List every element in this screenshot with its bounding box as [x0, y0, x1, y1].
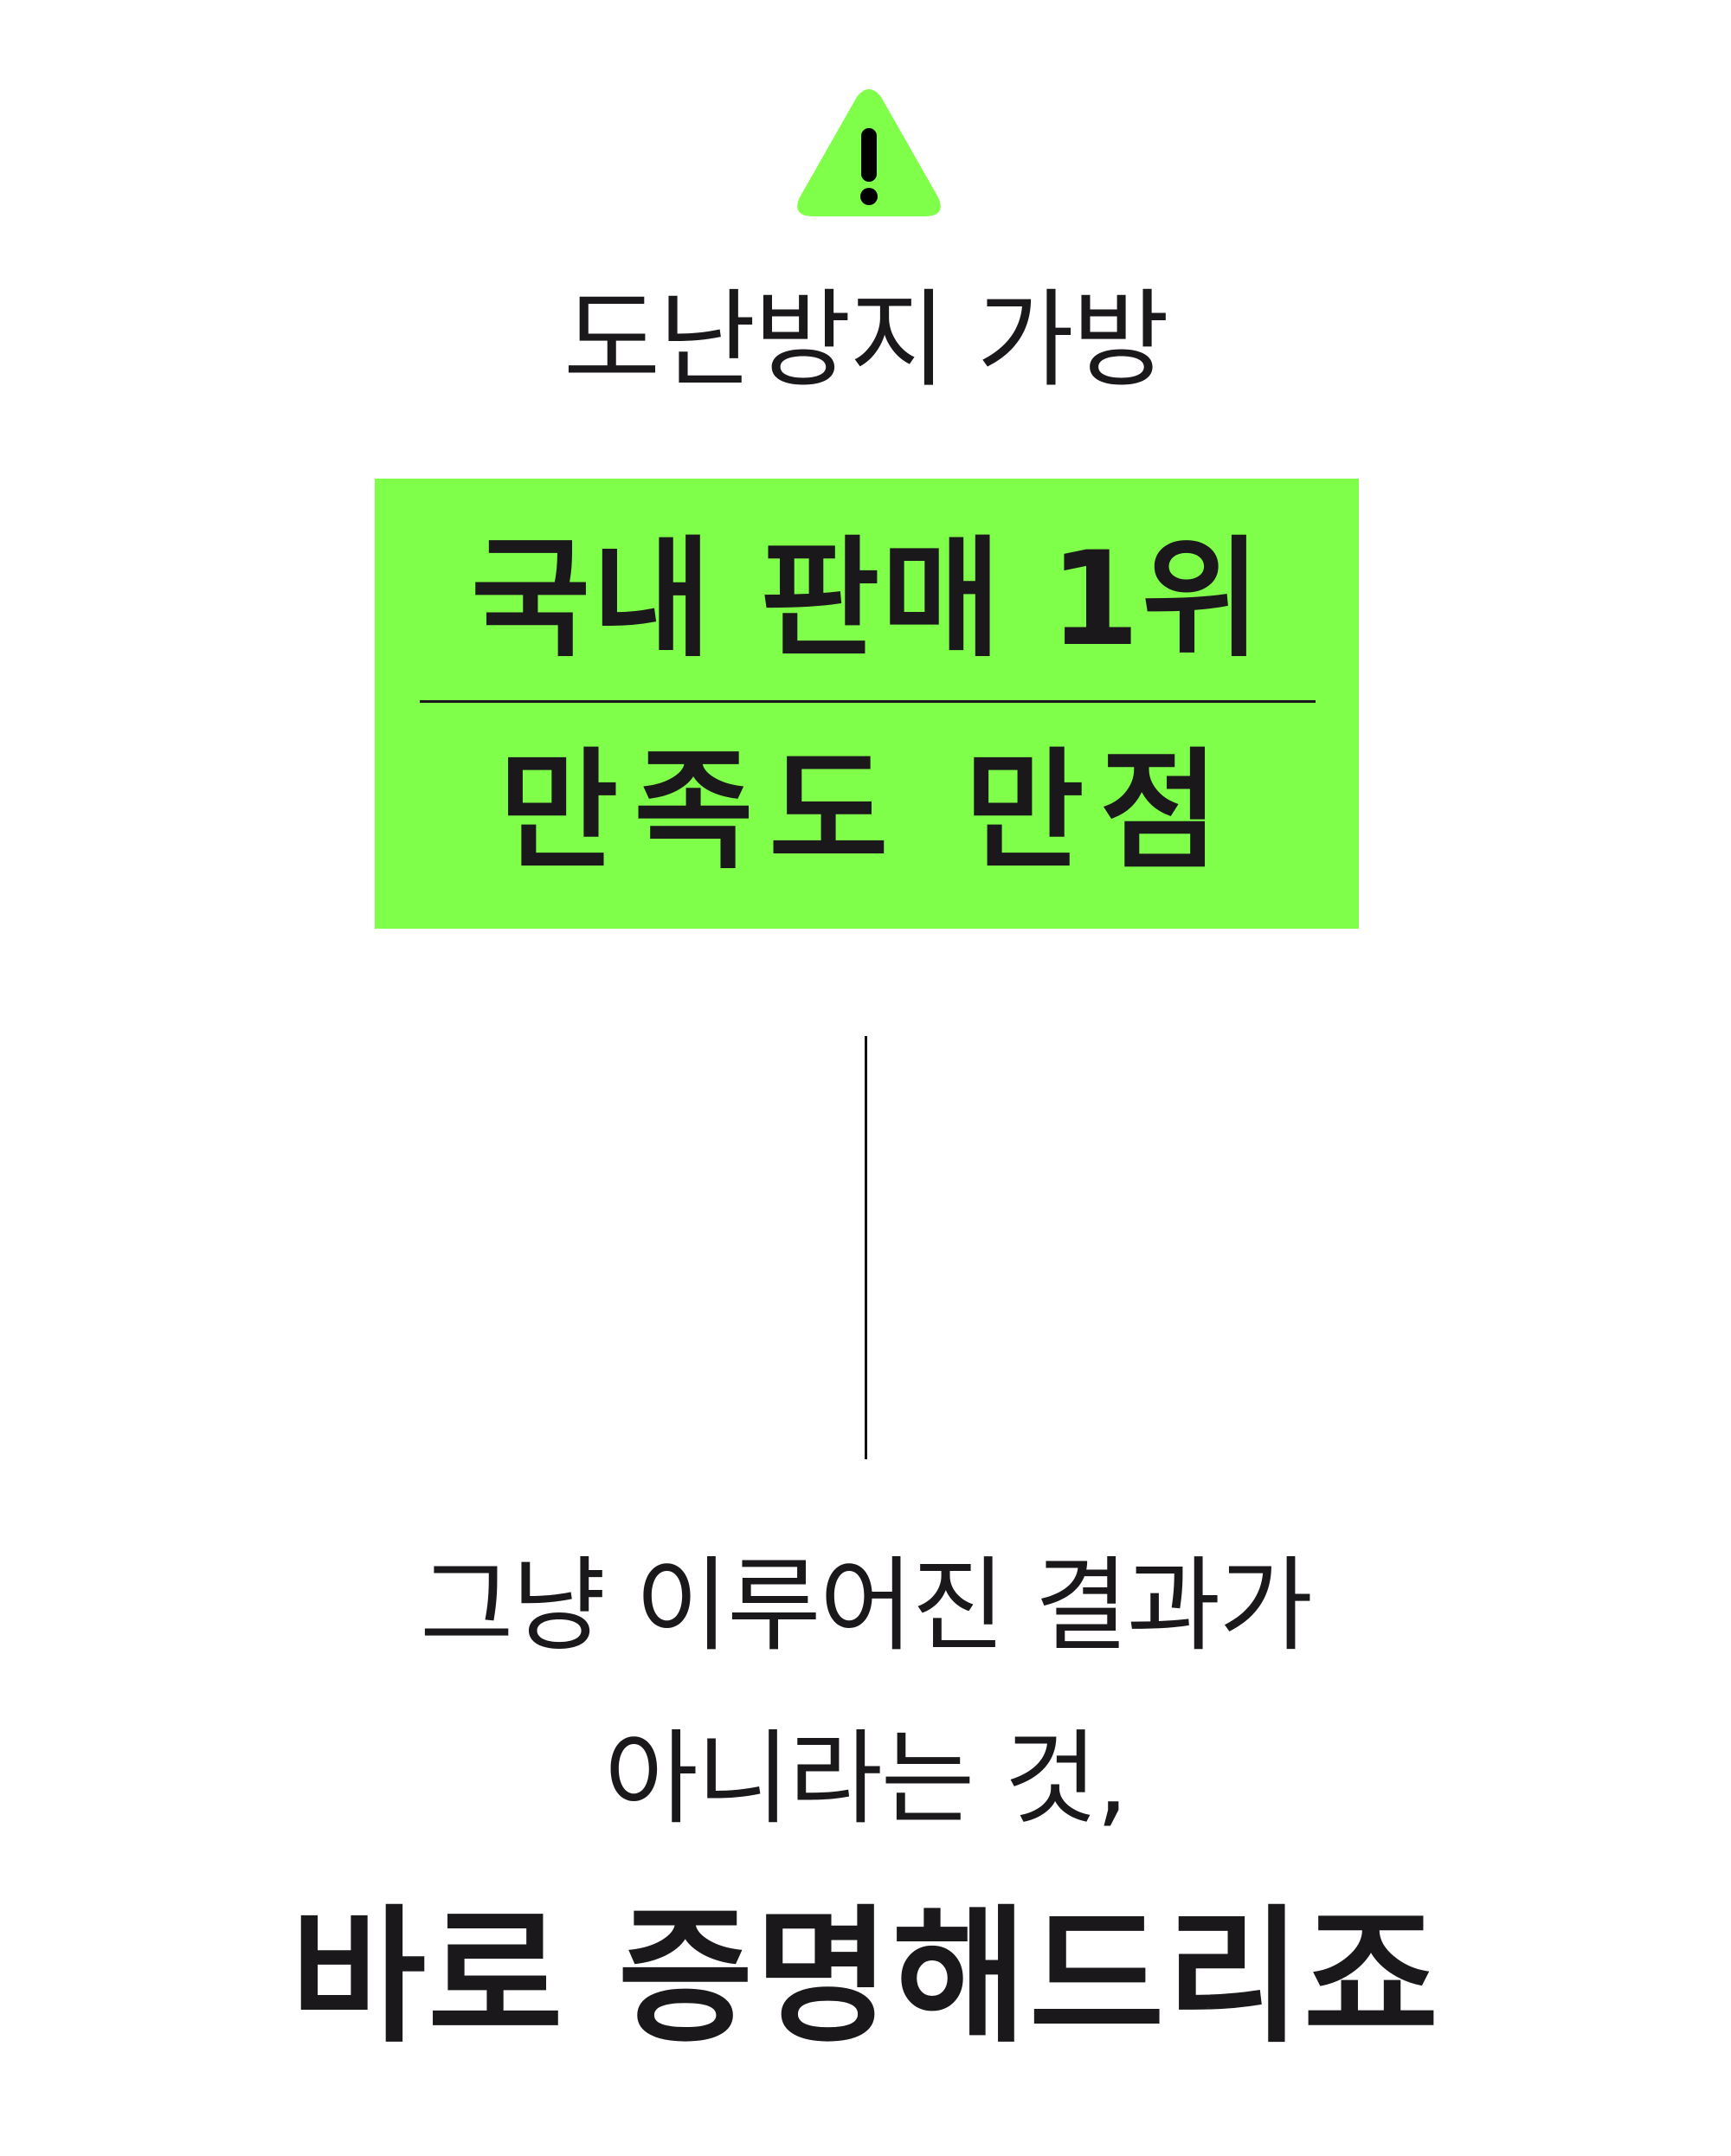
- vertical-divider: [865, 1036, 867, 1459]
- closing-headline: 바로 증명해드리죠: [290, 1892, 1441, 2063]
- body-line-2: 아니라는 것,: [604, 1719, 1129, 1838]
- product-subtitle: 도난방지 가방: [563, 279, 1169, 402]
- body-line-1: 그냥 이루어진 결과가: [419, 1546, 1313, 1665]
- sales-rank-text: 국내 판매 1위: [471, 525, 1263, 675]
- warning-triangle-icon: [797, 89, 941, 216]
- highlight-box: 국내 판매 1위 만족도 만점: [375, 479, 1359, 929]
- satisfaction-text: 만족도 만점: [499, 737, 1235, 887]
- box-divider: [420, 700, 1316, 703]
